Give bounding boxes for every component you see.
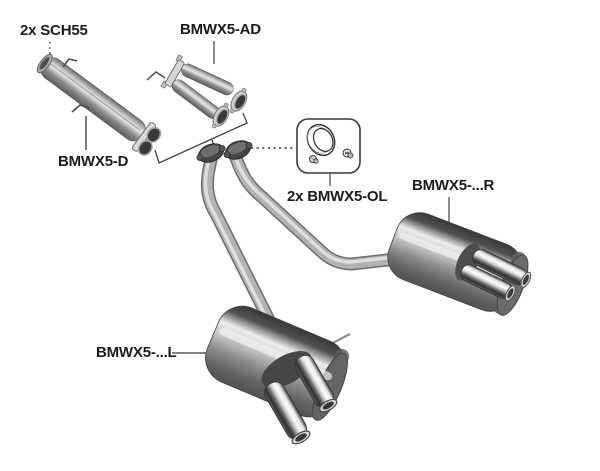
clamp-hook-top	[62, 58, 78, 68]
adapter-hanger-wire	[146, 71, 166, 81]
gasket-fastener-icon-2	[309, 155, 319, 164]
adapter-illustration	[146, 54, 248, 129]
connecting-pipes-illustration	[196, 140, 411, 325]
front-pipe-illustration	[36, 53, 162, 156]
leader-lines	[49, 41, 450, 354]
gasket-box	[296, 118, 361, 174]
pipe-flange-right	[223, 140, 253, 160]
clamp-hook-middle	[71, 104, 90, 113]
part-label-rear-silencer-right: BMWX5-...R	[412, 177, 495, 194]
left-silencer-tailpipes	[261, 351, 338, 445]
right-silencer-illustration	[387, 212, 532, 316]
part-label-gaskets: 2x BMWX5-OL	[287, 188, 388, 205]
gasket-ring-icon	[306, 123, 336, 157]
right-silencer-tailpipes	[455, 243, 532, 302]
left-silencer-illustration	[205, 305, 351, 445]
pipe-flange-left	[196, 143, 226, 163]
gasket-fastener-icon	[342, 148, 354, 159]
part-label-clamps: 2x SCH55	[20, 22, 88, 39]
part-label-front-pipe: BMWX5-D	[58, 153, 129, 170]
part-label-rear-silencer-left: BMWX5-...L	[96, 344, 177, 361]
grouping-bracket	[154, 112, 248, 164]
part-label-adapter: BMWX5-AD	[180, 21, 261, 38]
